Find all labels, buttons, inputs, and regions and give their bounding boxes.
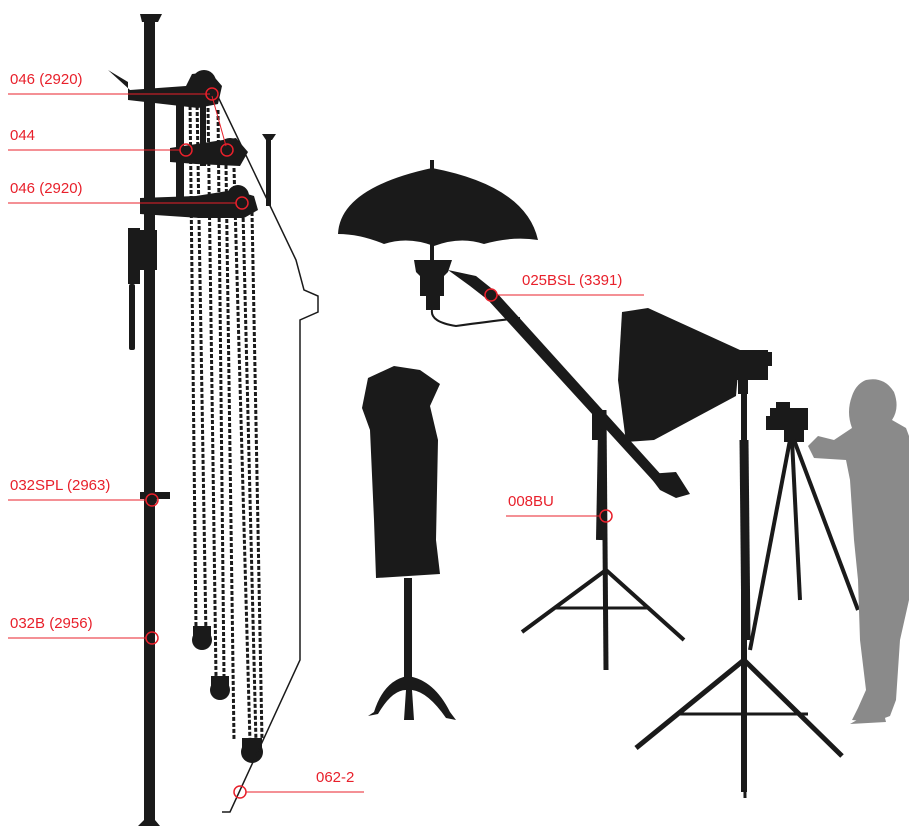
autopole (128, 14, 170, 826)
callout-label: 008BU (508, 493, 554, 510)
dress-form (362, 366, 456, 720)
backdrop-hook (262, 134, 276, 206)
callout-032b: 032B (2956) (8, 615, 158, 644)
callout-032spl: 032SPL (2963) (8, 477, 158, 506)
callout-label: 032B (2956) (10, 615, 93, 632)
callout-008bu: 008BU (506, 493, 612, 522)
tripod-legs (750, 440, 858, 650)
callout-label: 046 (2920) (10, 180, 83, 197)
photographer-silhouette (808, 379, 909, 724)
callout-label: 044 (10, 127, 35, 144)
callout-044: 044 (8, 127, 192, 156)
camera-tripod (766, 402, 808, 442)
softbox (618, 308, 772, 442)
softbox-light-stand (636, 392, 842, 798)
callout-025bsl: 025BSL (3391) (485, 272, 644, 301)
callout-label: 046 (2920) (10, 71, 83, 88)
umbrella-light (338, 160, 538, 326)
callout-label: 032SPL (2963) (10, 477, 110, 494)
boom-light-stand (522, 410, 684, 670)
callout-062-2: 062-2 (234, 769, 364, 798)
callout-label: 062-2 (316, 769, 354, 786)
callout-label: 025BSL (3391) (522, 272, 622, 289)
